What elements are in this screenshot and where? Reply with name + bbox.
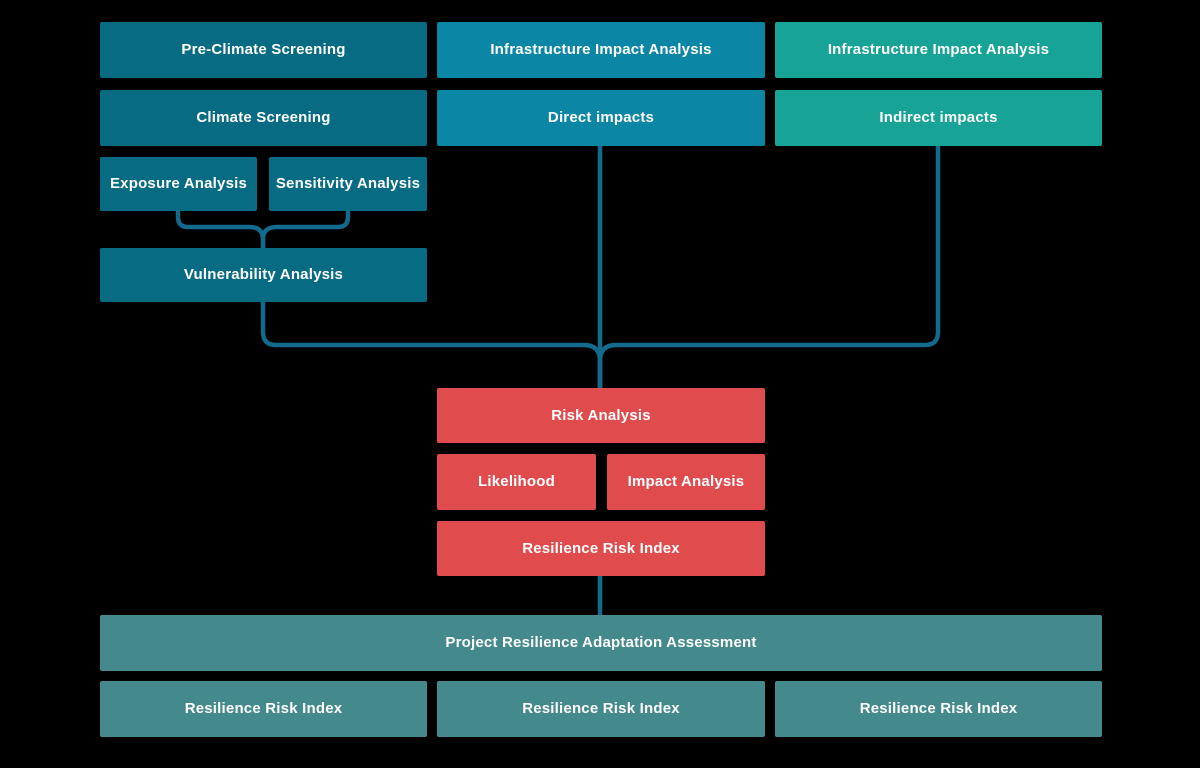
connector-indirect-to-risk xyxy=(597,145,941,388)
node-resilience-risk-index-1: Resilience Risk Index xyxy=(100,681,427,737)
node-label: Resilience Risk Index xyxy=(184,700,343,717)
node-resilience-risk-index-3: Resilience Risk Index xyxy=(775,681,1102,737)
node-label: Risk Analysis xyxy=(551,406,651,424)
node-label: Impact Analysis xyxy=(627,473,745,490)
node-project-resilience-adaptation-assessment: Project Resilience Adaptation Assessment xyxy=(100,615,1102,671)
node-infrastructure-impact-analysis-direct: Infrastructure Impact Analysis xyxy=(437,22,765,78)
node-risk-analysis: Risk Analysis xyxy=(437,388,765,443)
node-label: Indirect impacts xyxy=(879,109,998,126)
node-impact-analysis: Impact Analysis xyxy=(607,454,765,510)
connector-exposure-to-vulnerability xyxy=(175,211,266,248)
node-indirect-impacts: Indirect impacts xyxy=(775,90,1102,146)
node-label: Likelihood xyxy=(478,473,555,490)
node-resilience-risk-index-2: Resilience Risk Index xyxy=(437,681,765,737)
node-climate-screening: Climate Screening xyxy=(100,90,427,146)
node-label: Vulnerability Analysis xyxy=(183,266,344,283)
node-label: Exposure Analysis xyxy=(109,175,248,192)
node-likelihood: Likelihood xyxy=(437,454,596,510)
node-label: Resilience Risk Index xyxy=(522,539,680,557)
connector-vulnerability-to-risk xyxy=(260,301,603,388)
node-exposure-analysis: Exposure Analysis xyxy=(100,157,257,211)
node-pre-climate-screening: Pre-Climate Screening xyxy=(100,22,427,78)
node-label: Direct impacts xyxy=(547,109,655,126)
node-label: Resilience Risk Index xyxy=(522,700,680,717)
node-label: Project Resilience Adaptation Assessment xyxy=(445,634,757,651)
node-resilience-risk-index-red: Resilience Risk Index xyxy=(437,521,765,576)
node-label: Climate Screening xyxy=(196,109,331,126)
node-label: Infrastructure Impact Analysis xyxy=(490,41,712,58)
connector-sensitivity-to-vulnerability xyxy=(260,211,351,248)
node-label: Pre-Climate Screening xyxy=(181,41,346,58)
node-infrastructure-impact-analysis-indirect: Infrastructure Impact Analysis xyxy=(775,22,1102,78)
node-label: Sensitivity Analysis xyxy=(275,175,421,192)
node-label: Resilience Risk Index xyxy=(859,700,1018,717)
node-vulnerability-analysis: Vulnerability Analysis xyxy=(100,248,427,302)
node-label: Infrastructure Impact Analysis xyxy=(827,41,1050,58)
node-sensitivity-analysis: Sensitivity Analysis xyxy=(269,157,427,211)
node-direct-impacts: Direct impacts xyxy=(437,90,765,146)
